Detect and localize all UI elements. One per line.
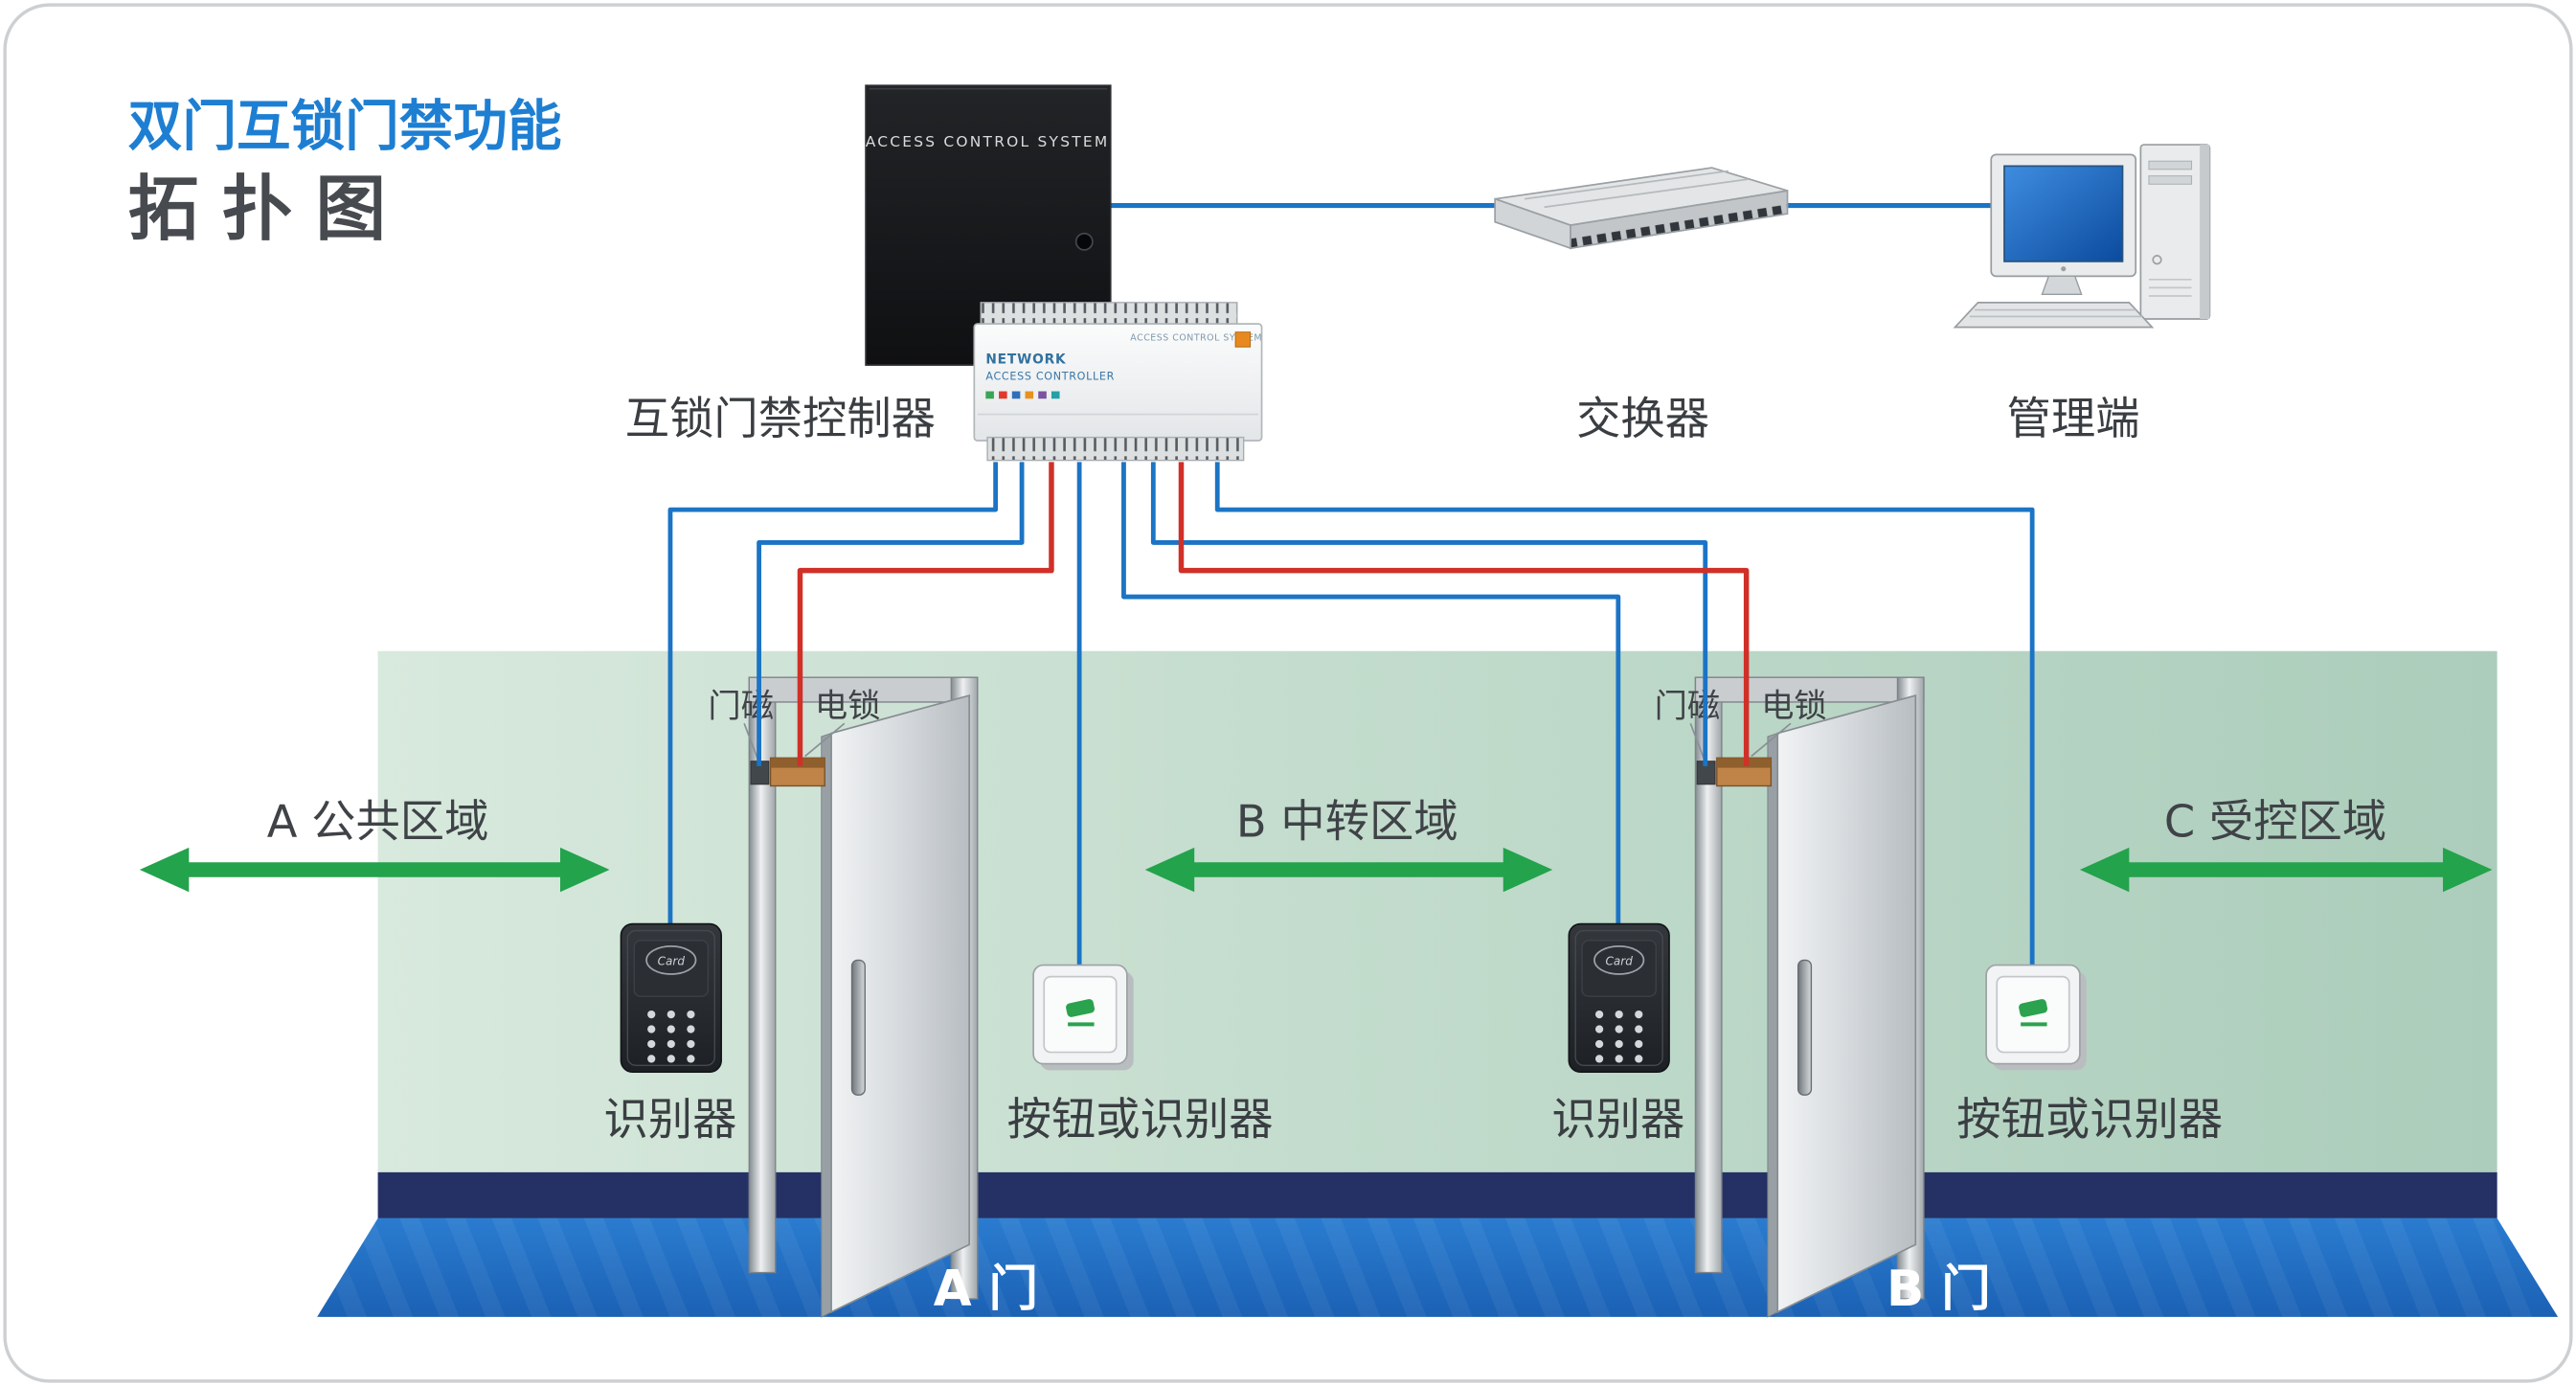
cd-drive-icon [2148, 160, 2193, 170]
controller-cert-icons [985, 391, 1060, 399]
lock-label-a: 电锁 [815, 687, 881, 725]
controller-side-text: ACCESS CONTROL SYSTEM [1130, 332, 1262, 343]
wire-reader-b [1121, 462, 1621, 926]
management-caption: 管理端 [2007, 393, 2140, 444]
zone-label-c: C 受控区域 [2164, 796, 2386, 848]
controller-name-line2: ACCESS CONTROLLER [985, 371, 1115, 383]
monitor-led-icon [2061, 266, 2067, 272]
wire-button-b [1214, 462, 2035, 970]
page-title-line2: 拓扑图 [128, 170, 409, 251]
keyhole-icon [1074, 232, 1094, 251]
controller-terminal-strip-top [980, 302, 1238, 325]
room-baseboard [377, 1171, 2497, 1218]
access-controller-device: NETWORK ACCESS CONTROLLER ACCESS CONTROL… [973, 302, 1263, 462]
card-reader-a [620, 922, 722, 1074]
exit-button-b [1986, 966, 2087, 1071]
door-label-b: B 门 [1887, 1261, 1991, 1318]
tower [2139, 144, 2211, 320]
wire-magnet-a [757, 462, 1025, 766]
controller-led-icon [1234, 331, 1252, 348]
wiring [667, 462, 2035, 970]
door-label-a: A 门 [934, 1261, 1038, 1318]
monitor-stand [2041, 275, 2083, 295]
magnet-leader-a [743, 722, 758, 759]
controller-name-line1: NETWORK [985, 352, 1067, 367]
magnet-label-b: 门磁 [1655, 687, 1721, 725]
zone-arrow-b [1144, 847, 1553, 893]
wire-reader-a [667, 462, 999, 926]
lock-leader-a [804, 722, 846, 758]
room-wall [377, 650, 2497, 1172]
controller-caption: 互锁门禁控制器 [625, 393, 936, 444]
button-label-b: 按钮或识别器 [1956, 1093, 2223, 1145]
reader-label-a: 识别器 [603, 1093, 736, 1145]
button-label-a: 按钮或识别器 [1007, 1093, 1274, 1145]
tower-side [2200, 145, 2210, 319]
reader-label-b: 识别器 [1551, 1093, 1684, 1145]
cd-drive-icon-2 [2148, 175, 2193, 185]
computer-device [1953, 144, 2211, 329]
lock-leader-b [1751, 722, 1792, 758]
zone-label-a: A 公共区域 [267, 796, 489, 848]
switch-device [1494, 167, 1789, 250]
lock-label-b: 电锁 [1761, 687, 1827, 725]
wire-lock-b [1178, 462, 1750, 766]
controller-terminal-strip-bottom [986, 436, 1245, 462]
room-floor-texture [317, 1217, 2559, 1317]
power-button-icon [2152, 255, 2162, 265]
card-reader-b [1568, 922, 1670, 1074]
page-title-line1: 双门互锁门禁功能 [128, 95, 562, 158]
monitor-screen [2003, 165, 2124, 262]
switch-port-row [1570, 190, 1789, 250]
wire-magnet-b [1150, 462, 1708, 766]
keyboard [1953, 301, 2155, 329]
magnet-label-a: 门磁 [708, 687, 774, 725]
zone-arrow-a [139, 847, 610, 893]
zone-arrow-c [2079, 847, 2493, 893]
zone-label-b: B 中转区域 [1236, 796, 1458, 848]
wire-lock-a [797, 462, 1054, 766]
magnet-leader-b [1689, 722, 1705, 759]
power-supply-label: ACCESS CONTROL SYSTEM [866, 133, 1110, 150]
switch-caption: 交换器 [1576, 393, 1709, 444]
exit-button-a [1033, 966, 1134, 1071]
